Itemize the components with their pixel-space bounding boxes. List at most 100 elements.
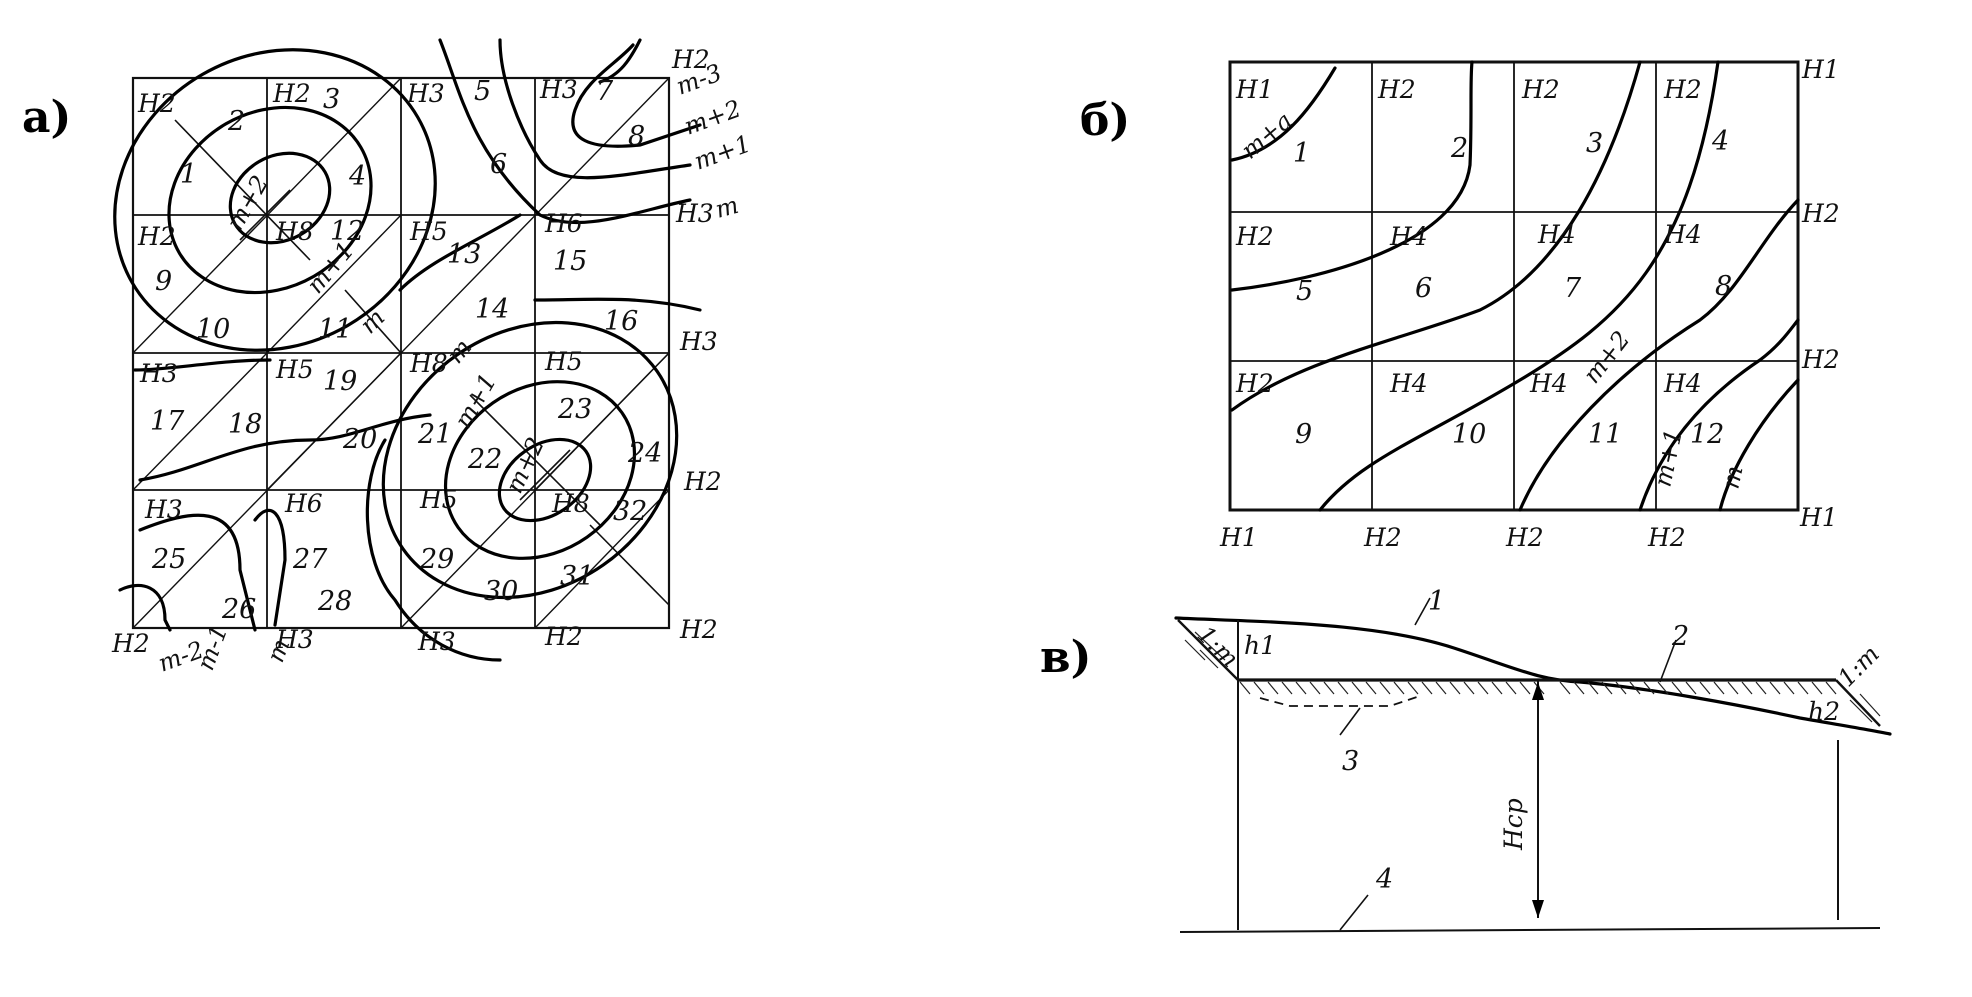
node-a-11: H3	[139, 359, 178, 388]
cell-a-25: 25	[151, 544, 186, 575]
node-b-r2c3: H4	[1663, 369, 1702, 398]
node-a-3: H3	[406, 79, 445, 108]
cell-a-15: 15	[553, 246, 587, 277]
node-b-r2c1: H4	[1389, 369, 1428, 398]
node-b-r0c2: H2	[1521, 75, 1560, 104]
hatch-band	[1184, 631, 1881, 723]
node-a-25: H2	[679, 615, 718, 644]
node-a-8: H5	[409, 217, 448, 246]
cell-a-2: 2	[227, 106, 245, 137]
node-a-1: H2	[137, 89, 176, 118]
node-a-22: H3	[275, 625, 314, 654]
node-a-18: H5	[419, 485, 458, 514]
section-profile	[1174, 597, 1892, 933]
node-a-12: H5	[275, 355, 314, 384]
panel-a: а)	[22, 38, 755, 678]
cell-a-24: 24	[627, 438, 662, 469]
node-b-r0c4: H1	[1801, 55, 1840, 84]
cell-a-11: 11	[318, 314, 352, 345]
panel-b-cell-numbers: 1 2 3 4 5 6 7 8 9 10 11 12	[1293, 126, 1732, 450]
contour-a-tr4: m	[712, 191, 741, 224]
cell-b-8: 8	[1715, 271, 1732, 302]
node-b-r1c3: H4	[1663, 220, 1702, 249]
node-a-13: H8	[409, 349, 448, 378]
node-a-6: H2	[137, 222, 176, 251]
node-a-14: H5	[544, 347, 583, 376]
cell-a-23: 23	[557, 394, 592, 425]
node-b-r3c4: H1	[1799, 503, 1838, 532]
cell-b-12: 12	[1690, 419, 1724, 450]
cell-a-20: 20	[342, 424, 377, 455]
section-label-h2: h2	[1808, 697, 1840, 726]
cell-a-8: 8	[628, 121, 645, 152]
section-label-4: 4	[1375, 864, 1393, 895]
panel-a-contours	[113, 38, 702, 662]
cell-a-5: 5	[474, 76, 491, 107]
section-label-2: 2	[1671, 621, 1689, 652]
node-a-20: H2	[683, 467, 722, 496]
node-a-21: H2	[111, 629, 150, 658]
node-a-19: H8	[551, 489, 590, 518]
node-b-r3c0: H1	[1219, 523, 1258, 552]
node-b-r1c4: H2	[1801, 199, 1840, 228]
node-b-r0c0: H1	[1235, 75, 1274, 104]
contour-a-h2c: m+2	[500, 433, 550, 498]
node-a-24: H2	[544, 622, 583, 651]
cell-b-6: 6	[1415, 273, 1432, 304]
section-label-hcp: Hср	[1499, 798, 1528, 851]
cell-b-3: 3	[1586, 128, 1603, 159]
node-a-2: H2	[272, 79, 311, 108]
cell-a-14: 14	[475, 294, 509, 325]
cell-b-10: 10	[1452, 419, 1486, 450]
cell-a-26: 26	[221, 594, 256, 625]
cell-a-12: 12	[330, 216, 364, 247]
cell-a-30: 30	[484, 576, 518, 607]
section-label-slope-left: 1:m	[1192, 620, 1244, 672]
cell-a-21: 21	[417, 419, 452, 450]
cell-a-19: 19	[323, 366, 357, 397]
node-a-9: H6	[544, 209, 583, 238]
node-a-7: H8	[275, 217, 314, 246]
cell-b-4: 4	[1711, 126, 1729, 157]
panel-a-grid	[131, 76, 671, 630]
section-label-1: 1	[1428, 586, 1445, 617]
panel-a-cell-numbers: 1 2 3 4 5 6 7 8 9 10 11 12 13 14 15 16 1…	[150, 76, 662, 625]
node-b-r2c0: H2	[1235, 369, 1274, 398]
cell-a-18: 18	[228, 409, 262, 440]
node-a-5: H2	[671, 45, 710, 74]
panel-v-label: в)	[1040, 632, 1091, 683]
panel-v: в)	[1040, 586, 1892, 933]
cell-a-3: 3	[323, 84, 340, 115]
cell-a-31: 31	[560, 561, 594, 592]
node-a-10: H3	[675, 199, 714, 228]
contour-b-4: m	[1716, 463, 1748, 491]
panel-a-label: а)	[22, 92, 71, 143]
node-b-r2c2: H4	[1529, 369, 1568, 398]
panel-b-label: б)	[1080, 95, 1130, 146]
cell-a-16: 16	[604, 306, 638, 337]
node-b-r1c1: H4	[1389, 222, 1428, 251]
cell-a-28: 28	[317, 586, 352, 617]
node-b-r3c3: H2	[1647, 523, 1686, 552]
section-label-3: 3	[1342, 746, 1359, 777]
cell-a-7: 7	[596, 76, 614, 107]
cell-a-9: 9	[155, 266, 172, 297]
cell-b-9: 9	[1295, 419, 1312, 450]
panel-b-node-labels: H1 H2 H2 H2 H1 H2 H4 H4 H4 H2 H2 H4 H4 H…	[1219, 55, 1840, 552]
cell-b-7: 7	[1564, 273, 1582, 304]
node-b-r1c0: H2	[1235, 222, 1274, 251]
cell-b-5: 5	[1296, 276, 1313, 307]
node-b-r0c3: H2	[1663, 75, 1702, 104]
cell-b-2: 2	[1450, 133, 1468, 164]
node-a-16: H3	[144, 495, 183, 524]
cell-a-6: 6	[490, 149, 507, 180]
node-b-r2c4: H2	[1801, 345, 1840, 374]
cell-a-22: 22	[467, 444, 502, 475]
node-a-17: H6	[284, 489, 323, 518]
contour-b-3: m+1	[1648, 427, 1687, 490]
panel-b-contours	[1230, 60, 1800, 512]
cell-a-13: 13	[447, 239, 481, 270]
node-b-r3c2: H2	[1505, 523, 1544, 552]
